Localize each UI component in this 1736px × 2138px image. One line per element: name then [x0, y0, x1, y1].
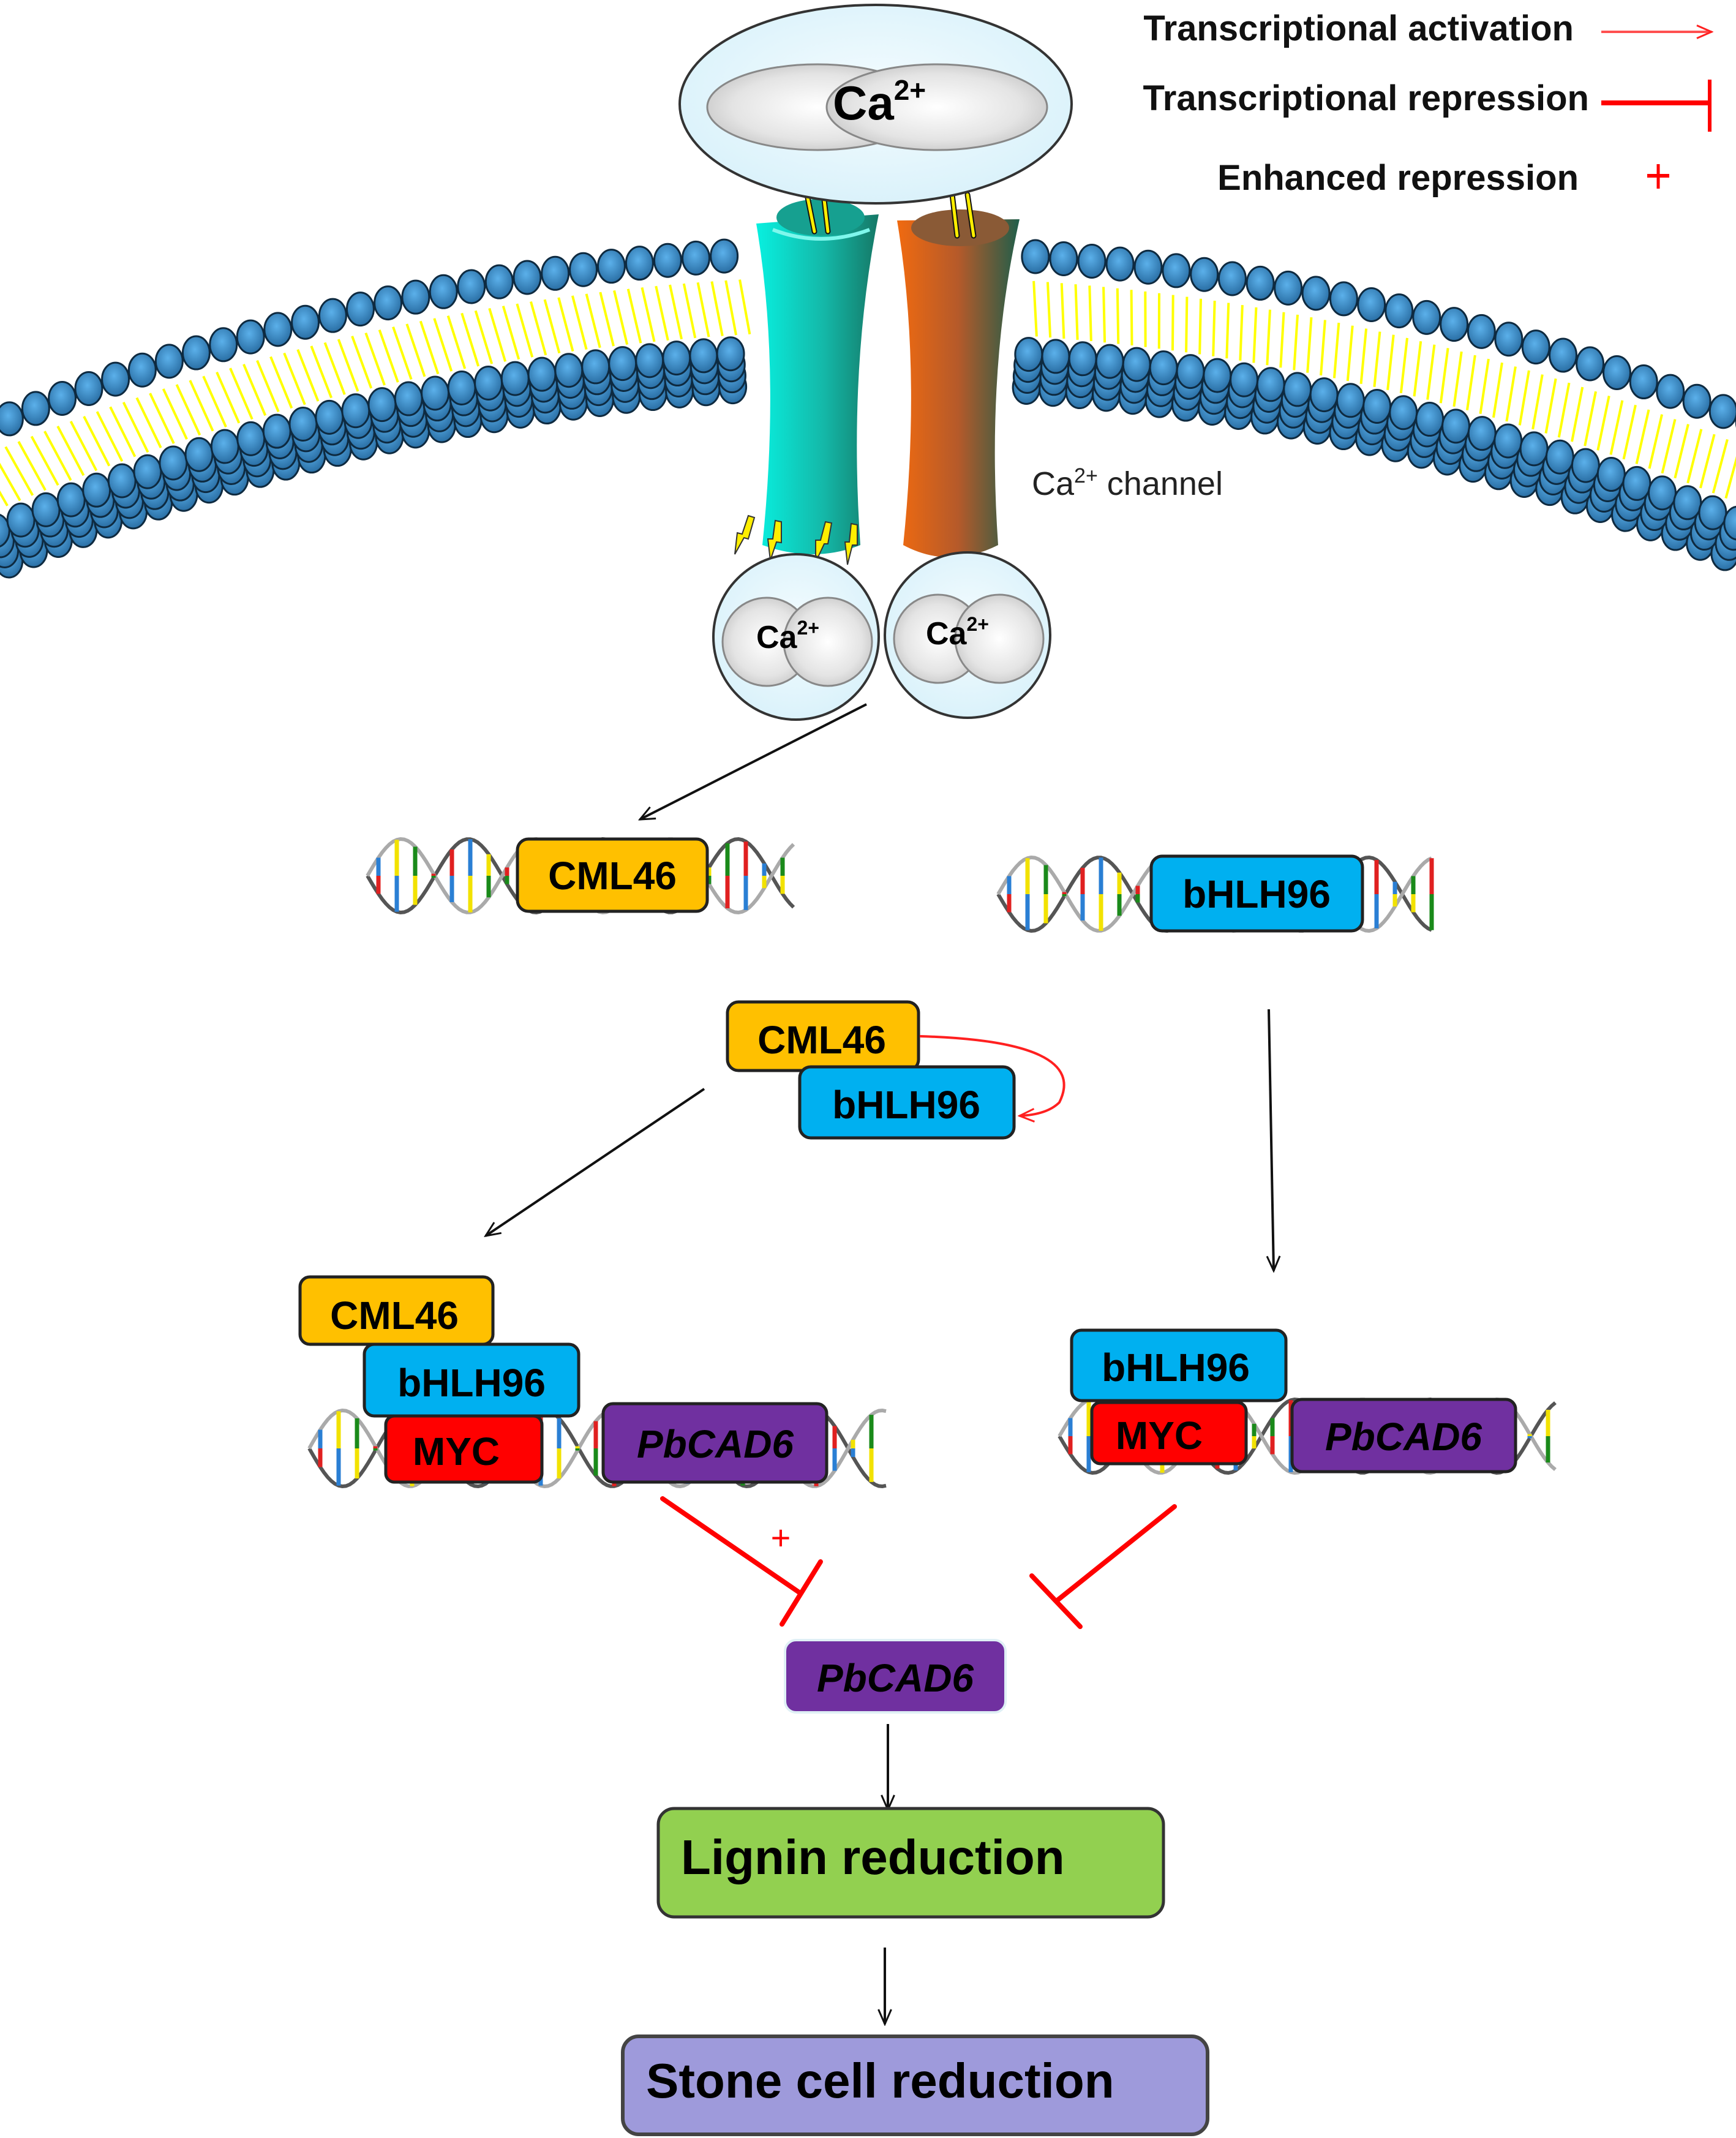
- right-bhlh96-label: bHLH96: [1102, 1346, 1250, 1390]
- cell-membrane: [0, 238, 1736, 579]
- legend: Transcriptional activation Transcription…: [1143, 9, 1712, 198]
- repression-left: [660, 1496, 823, 1627]
- lignin-reduction-box: Lignin reduction: [656, 1807, 1165, 1919]
- t-bar-icon: [1601, 80, 1712, 132]
- stone-cell-reduction-box: Stone cell reduction: [621, 2034, 1209, 2136]
- channel-label: Ca2+ channel: [1032, 464, 1223, 502]
- activation-arrows: [486, 703, 1274, 2024]
- svg-text:bHLH96: bHLH96: [1182, 872, 1331, 916]
- right-pbcad6-label: PbCAD6: [1325, 1415, 1482, 1459]
- gene-cml46: CML46: [516, 837, 709, 913]
- enhanced-repression-plus: +: [771, 1518, 791, 1557]
- interaction-arrow: [919, 1035, 1065, 1116]
- repression-right: [1029, 1504, 1177, 1629]
- inner-calcium-ion-left: Ca2+: [712, 553, 880, 721]
- arrow-ca-to-cml46: [640, 703, 867, 821]
- left-promoter-complex: CML46 bHLH96 MYC PbCAD6: [298, 1275, 829, 1484]
- right-promoter-complex: bHLH96 MYC PbCAD6: [1070, 1328, 1517, 1474]
- inner-calcium-ion-right: Ca2+: [884, 551, 1051, 719]
- ca-channel-left: [756, 199, 879, 554]
- left-pbcad6-label: PbCAD6: [637, 1422, 794, 1466]
- legend-repression-label: Transcriptional repression: [1143, 78, 1589, 118]
- arrow-complex-to-left-promoter: [486, 1088, 705, 1236]
- left-cml46-label: CML46: [330, 1293, 459, 1338]
- complex-cml46-label: CML46: [757, 1018, 886, 1062]
- legend-enhanced-label: Enhanced repression: [1217, 158, 1579, 198]
- svg-text:CML46: CML46: [548, 854, 677, 898]
- gene-bhlh96: bHLH96: [1149, 854, 1364, 933]
- target-gene-pbcad6: PbCAD6: [784, 1639, 1007, 1714]
- left-myc-label: MYC: [413, 1429, 500, 1474]
- svg-text:+: +: [771, 1518, 791, 1557]
- plus-icon: [1647, 164, 1669, 189]
- left-bhlh96-label: bHLH96: [397, 1361, 546, 1405]
- ion-symbol: Ca: [833, 76, 894, 130]
- lightning-bolt-icons: [734, 514, 858, 565]
- svg-text:PbCAD6: PbCAD6: [817, 1656, 974, 1700]
- ion-charge: 2+: [894, 74, 926, 106]
- arrow-bhlh96-to-right-promoter: [1269, 1009, 1274, 1271]
- complex-bhlh96-label: bHLH96: [832, 1083, 980, 1127]
- svg-text:Lignin reduction: Lignin reduction: [681, 1830, 1065, 1884]
- svg-text:Ca2+: Ca2+: [833, 74, 926, 130]
- ca-channel-right: [897, 209, 1020, 557]
- svg-text:Stone cell reduction: Stone cell reduction: [646, 2053, 1114, 2108]
- svg-text:Ca2+: Ca2+: [756, 617, 819, 655]
- right-myc-label: MYC: [1116, 1413, 1203, 1458]
- ion-flow-lines: [804, 192, 977, 239]
- protein-complex: CML46 bHLH96: [726, 1000, 1065, 1140]
- outer-calcium-ion: Ca2+: [678, 4, 1073, 205]
- svg-text:Ca2+: Ca2+: [926, 613, 989, 652]
- legend-activation-label: Transcriptional activation: [1143, 9, 1574, 48]
